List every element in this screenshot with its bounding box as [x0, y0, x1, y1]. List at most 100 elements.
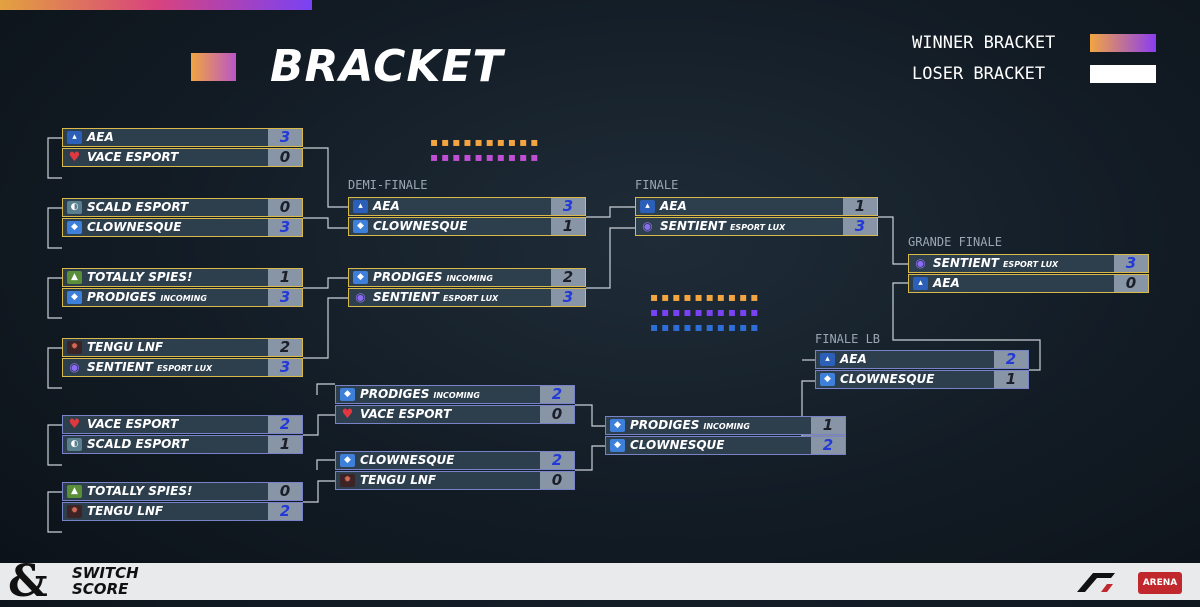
team-name: TOTALLY SPIES! — [87, 484, 192, 498]
team-score: 1 — [268, 269, 302, 286]
team-name-suffix: ESPORT LUX — [442, 294, 499, 303]
team-name: TOTALLY SPIES! — [87, 270, 192, 284]
rl-logo-icon: ◆ — [67, 291, 82, 304]
team-row[interactable]: ▴ AEA 0 — [908, 274, 1149, 293]
team-name-text: CLOWNESQUE — [630, 438, 725, 452]
scald-logo-icon: ◐ — [67, 438, 82, 451]
team-score: 2 — [268, 503, 302, 520]
team-name-text: SCALD ESPORT — [87, 437, 189, 451]
spies-logo-icon: ▲ — [67, 485, 82, 498]
team-name: SCALD ESPORT — [87, 437, 188, 451]
team-name-text: SENTIENT — [373, 290, 439, 304]
page-title: BRACKET — [270, 41, 504, 92]
team-row[interactable]: ▲TOTALLY SPIES!1 — [62, 268, 303, 287]
team-score: 2 — [540, 386, 574, 403]
team-name: VACE ESPORT — [87, 417, 178, 431]
team-name: TENGU LNF — [360, 473, 436, 487]
team-name: AEA — [840, 352, 867, 366]
team-row[interactable]: ▲ TOTALLY SPIES! 0 — [62, 482, 303, 501]
team-name-suffix: ESPORT LUX — [1002, 260, 1059, 269]
team-name-text: TENGU LNF — [360, 473, 437, 487]
team-score: 0 — [268, 199, 302, 216]
footer-bar — [0, 563, 1200, 600]
team-name-text: SENTIENT — [87, 360, 153, 374]
round-label-demi: DEMI-FINALE — [348, 178, 428, 192]
team-name-text: PRODIGES — [87, 290, 157, 304]
team-name-text: SENTIENT — [660, 219, 726, 233]
team-name-text: AEA — [933, 276, 960, 290]
sentient-logo-icon: ◉ — [915, 256, 926, 270]
rl-logo-icon: ◆ — [610, 419, 625, 432]
tengu-logo-icon: ✹ — [67, 505, 82, 518]
team-name-text: PRODIGES — [630, 418, 700, 432]
legend-loser-swatch — [1090, 65, 1156, 83]
team-name: CLOWNESQUE — [630, 438, 725, 452]
team-score: 1 — [811, 417, 845, 434]
team-name-text: PRODIGES — [360, 387, 430, 401]
round-label-finale-lb: FINALE LB — [815, 332, 881, 346]
round-label-finale: FINALE — [635, 178, 679, 192]
team-score: 0 — [268, 483, 302, 500]
team-name-text: AEA — [373, 199, 400, 213]
decor-dots: ▪▪▪▪▪▪▪▪▪▪ — [650, 290, 762, 304]
team-name: CLOWNESQUE — [840, 372, 935, 386]
scald-logo-icon: ◐ — [67, 201, 82, 214]
aea-logo-icon: ▴ — [353, 200, 368, 213]
team-score: 2 — [540, 452, 574, 469]
aea-logo-icon: ▴ — [913, 277, 928, 290]
team-name: CLOWNESQUE — [360, 453, 455, 467]
team-score: 1 — [843, 198, 877, 215]
tengu-logo-icon: ✹ — [67, 341, 82, 354]
team-name-text: CLOWNESQUE — [840, 372, 935, 386]
rl-logo-icon: ◆ — [820, 373, 835, 386]
rl-logo-icon: ◆ — [610, 439, 625, 452]
team-name-text: AEA — [660, 199, 687, 213]
team-name-text: VACE ESPORT — [360, 407, 452, 421]
legend-loser-label: LOSER BRACKET — [912, 64, 1046, 84]
team-score: 1 — [994, 371, 1028, 388]
team-name: AEA — [373, 199, 400, 213]
team-score: 0 — [1114, 275, 1148, 292]
brand-name-line1: SWITCH — [72, 564, 139, 582]
team-name-text: CLOWNESQUE — [87, 220, 182, 234]
team-row[interactable]: ◆ CLOWNESQUE 1 — [815, 370, 1029, 389]
aea-logo-icon: ▴ — [820, 353, 835, 366]
team-name-text: AEA — [840, 352, 867, 366]
team-score: 3 — [1114, 255, 1148, 272]
